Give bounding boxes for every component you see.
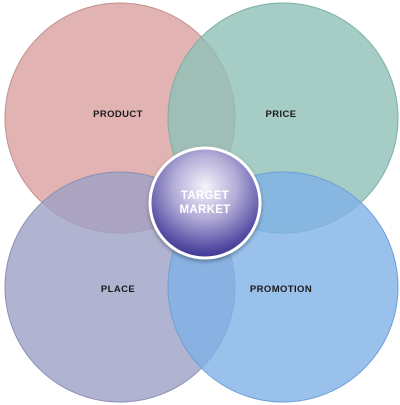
center-label-line1: TARGET [181,190,229,202]
label-promotion: PROMOTION [250,284,312,295]
label-price: PRICE [265,109,296,120]
center-label-line2: MARKET [180,204,231,216]
label-place: PLACE [101,284,135,295]
center-sphere [148,146,262,260]
label-product: PRODUCT [93,109,143,120]
